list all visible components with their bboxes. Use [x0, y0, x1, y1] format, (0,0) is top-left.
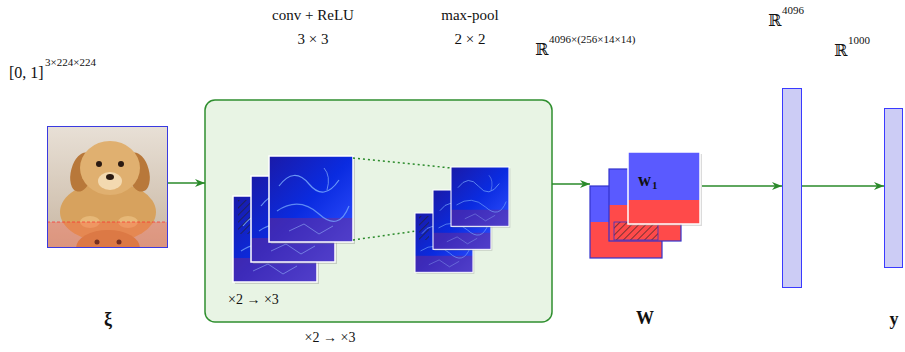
domain-label: [0, 1] [9, 63, 44, 82]
domain-label: ℝ [768, 11, 781, 30]
receptive-field-hatch [238, 200, 250, 234]
feature-map [269, 156, 355, 244]
flow-arrow [702, 185, 782, 187]
output-vector: ℝ1000y [884, 108, 903, 268]
flow-arrow [552, 183, 590, 185]
conv-block-outline [205, 100, 552, 322]
symbol-label: y [890, 309, 899, 331]
photo-ground [47, 126, 168, 248]
puppy-nose [106, 174, 114, 180]
pooled-map [451, 167, 510, 228]
repeat-label: ×2 → ×3 [228, 292, 279, 309]
puppy-eye [96, 161, 102, 167]
weight-symbol: w [638, 170, 651, 192]
symbol-label: W [636, 308, 654, 330]
layer-label: max-pool [441, 6, 499, 24]
puppy-head [80, 141, 140, 195]
pool-projection [353, 158, 451, 168]
flow-arrow [168, 182, 205, 184]
puppy-eye [118, 161, 124, 167]
kernel-size: 3 × 3 [298, 30, 329, 48]
repeat-label: ×2 → ×3 [305, 330, 356, 347]
conv-block: ×2 → ×3×2 → ×3 [205, 100, 552, 322]
weight-slice-front [628, 152, 702, 226]
layer-label: conv + ReLU [272, 6, 354, 24]
superscript: 1000 [848, 34, 870, 47]
weight-matrix: ℝ4096×(256×14×14)w1W [590, 152, 702, 258]
subscript: 1 [652, 179, 658, 192]
superscript: 4096×(256×14×14) [549, 33, 635, 46]
masked-region [47, 222, 168, 248]
superscript: 3×224×224 [45, 56, 96, 69]
input-image: [0, 1]3×224×224ξ [47, 126, 168, 248]
pool-hatch [419, 216, 429, 240]
puppy-photo [47, 126, 168, 248]
flow-arrow [802, 185, 884, 187]
symbol-label: ξ [104, 309, 112, 331]
domain-label: ℝ [535, 40, 548, 59]
kernel-size: 2 × 2 [455, 30, 486, 48]
puppy-muzzle [98, 172, 122, 190]
hidden-vector: ℝ4096 [782, 88, 802, 288]
domain-label: ℝ [834, 41, 847, 60]
mask-line [47, 222, 168, 223]
superscript: 4096 [782, 4, 804, 17]
